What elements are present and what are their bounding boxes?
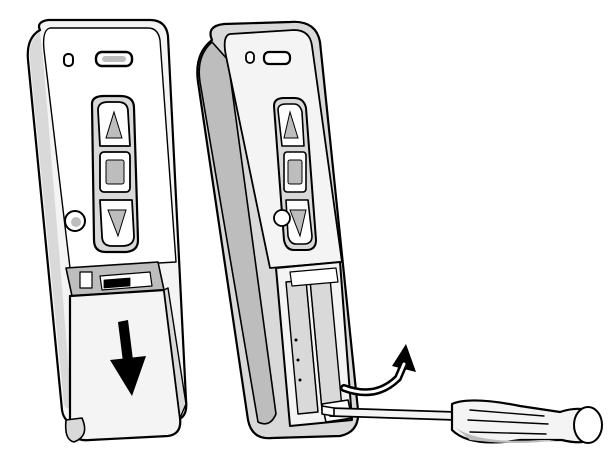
battery-contact-top <box>289 267 339 287</box>
top-slot-inner <box>102 56 126 62</box>
screwdriver-handle-end <box>573 406 603 444</box>
screwdriver-handle-grip <box>467 409 549 435</box>
up-arrow-icon-2 <box>283 110 299 139</box>
battery-contact-detail <box>103 277 131 289</box>
battery-cover-edge <box>163 287 187 419</box>
compartment-dot-3 <box>298 378 302 382</box>
screwdriver-tip <box>321 405 335 417</box>
battery-slot-divider <box>305 279 323 413</box>
compartment-dot-2 <box>296 358 300 362</box>
remote-front-view <box>26 18 188 443</box>
down-arrow-icon <box>107 209 127 238</box>
up-arrow-icon <box>105 110 123 139</box>
screwdriver-handle-shade <box>456 428 556 443</box>
screwdriver-icon <box>321 399 603 444</box>
top-slot-2 <box>262 50 292 66</box>
curved-arrow-icon <box>340 344 416 397</box>
program-button-2 <box>273 209 291 227</box>
battery-cover-lip <box>64 417 86 443</box>
stop-square-icon-2 <box>287 159 303 185</box>
remote-front-side-shade <box>29 32 72 409</box>
down-arrow-icon-2 <box>289 209 307 238</box>
led-indicator <box>63 53 74 67</box>
arrow-down-icon <box>110 320 146 396</box>
remote-angled-side <box>198 41 277 425</box>
program-button-inner <box>71 217 81 227</box>
led-indicator-2 <box>245 51 255 64</box>
compartment-dot-1 <box>294 338 298 342</box>
stop-square-icon <box>105 159 125 185</box>
remote-angled-view <box>196 20 416 440</box>
